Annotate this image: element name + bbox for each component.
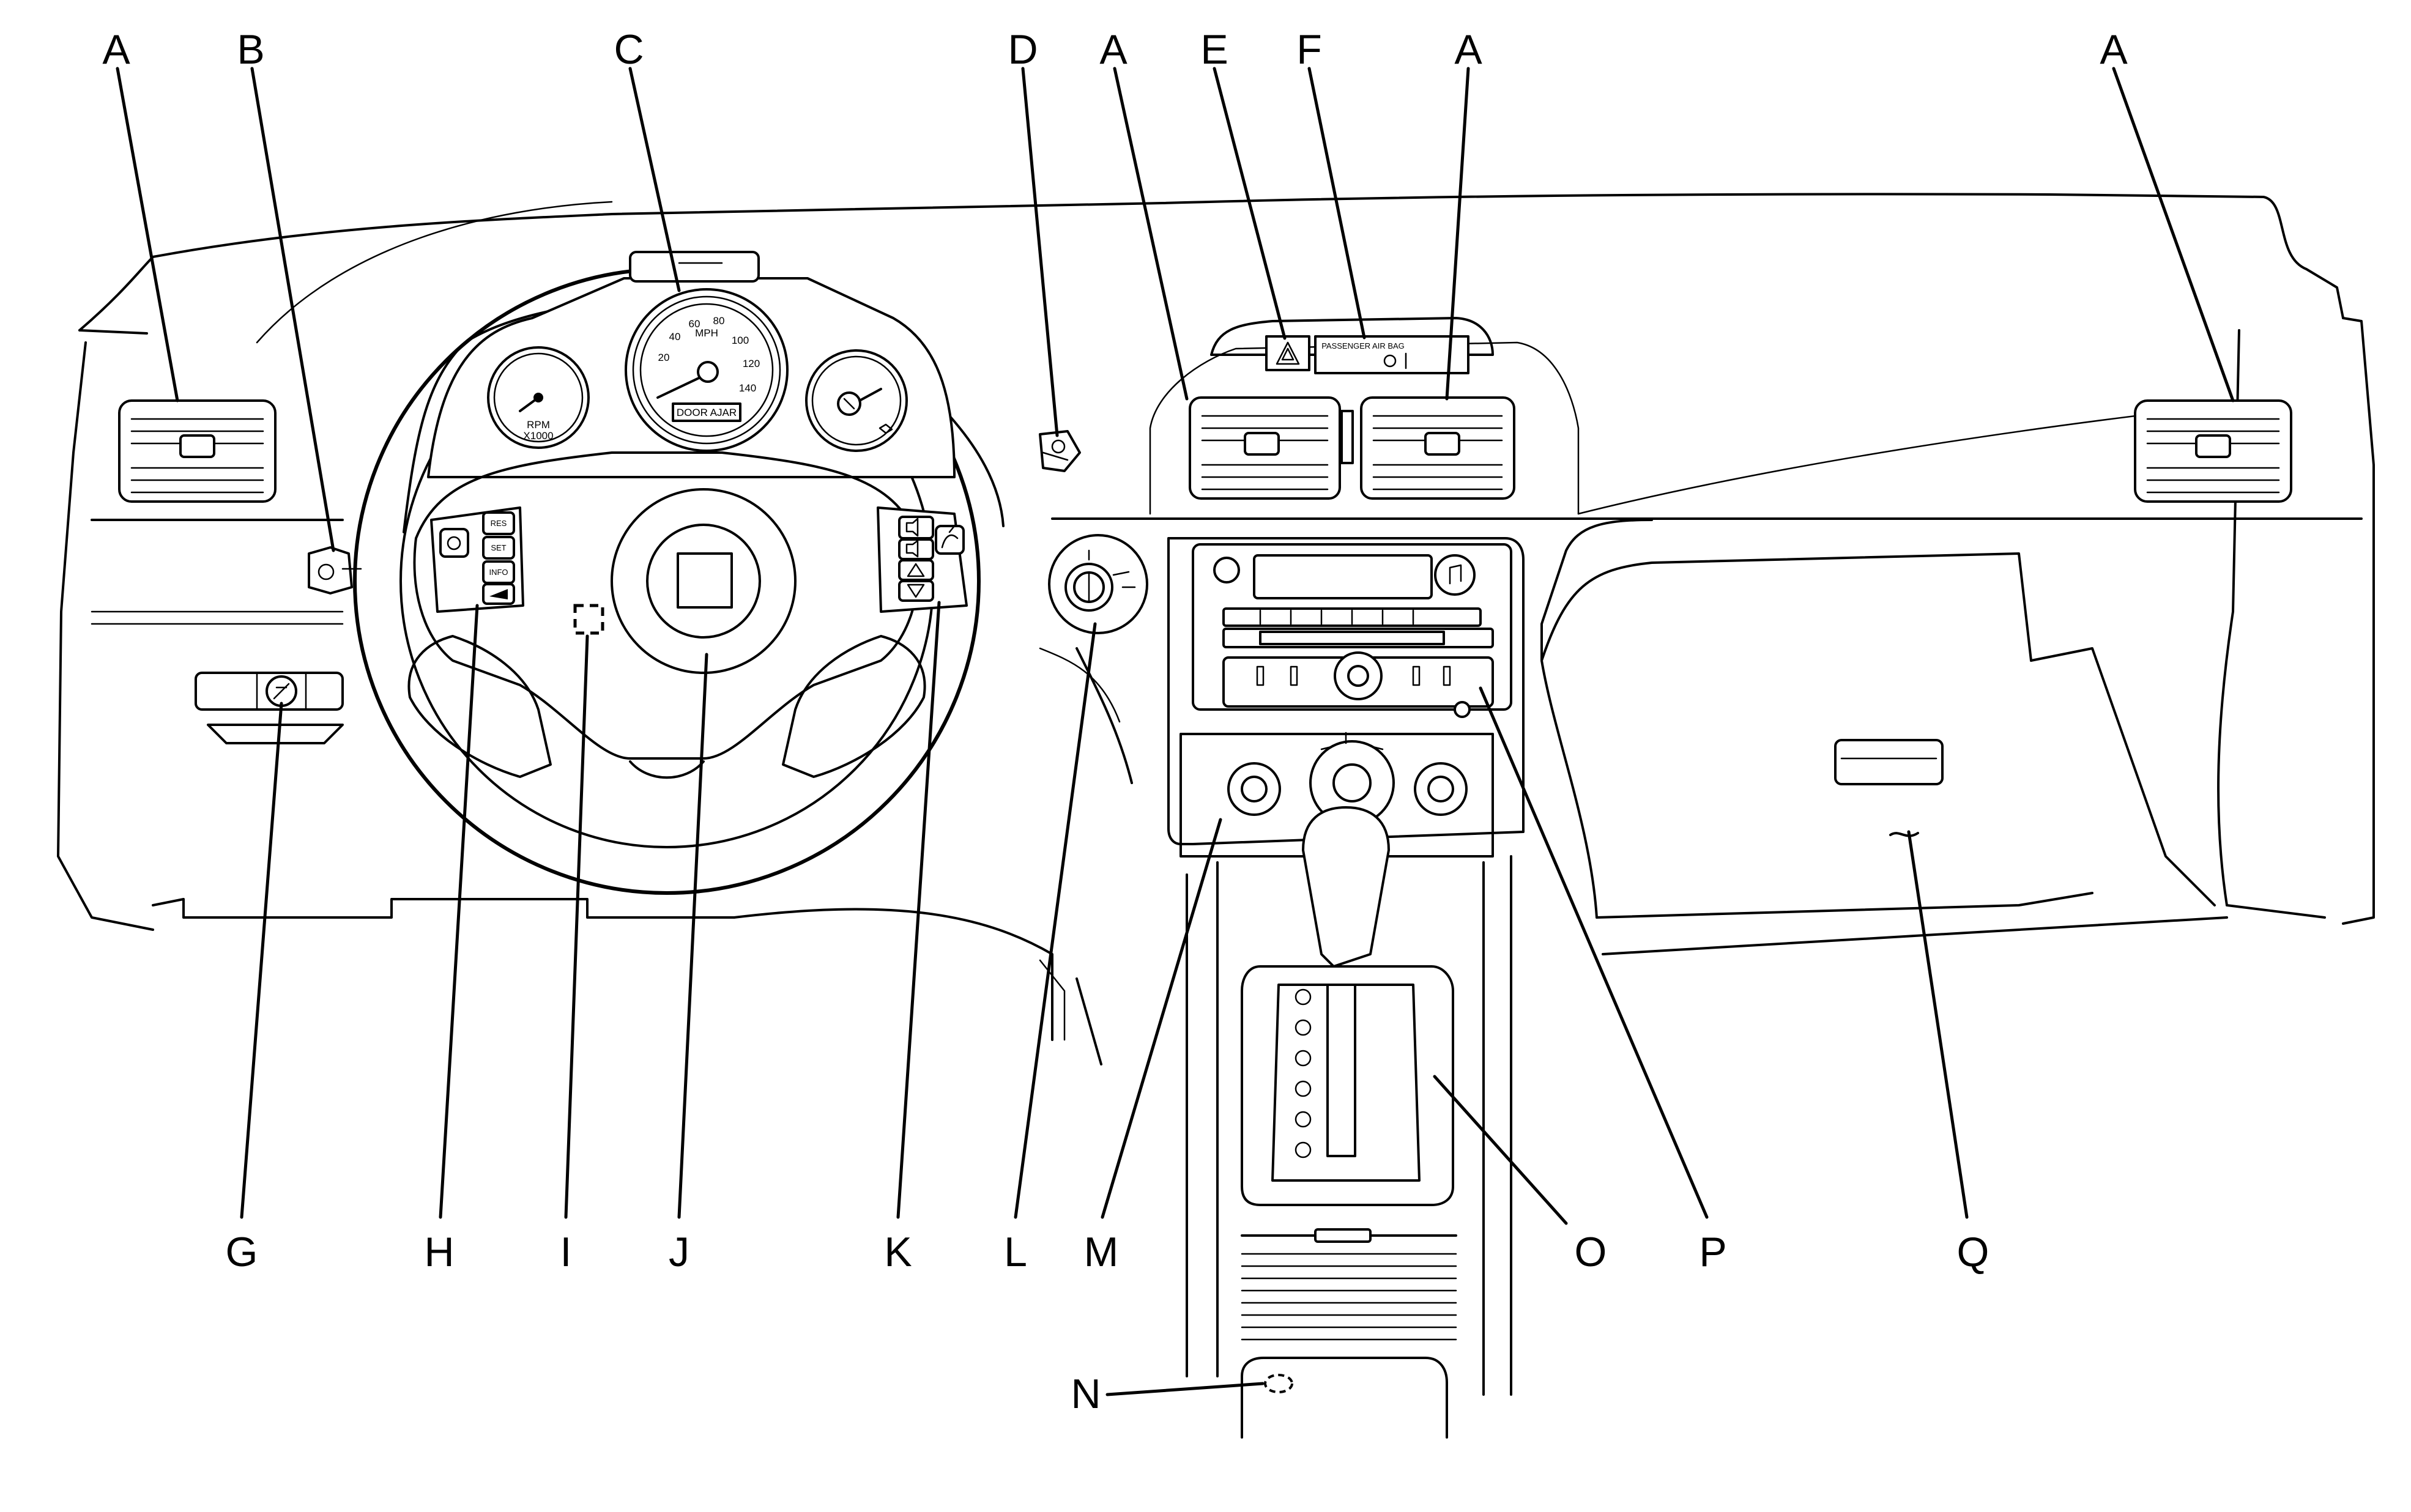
instrument-cluster: RPM X1000 MPH 20 40 60 80 100 120 140 DO… <box>403 251 1005 533</box>
callout-n-label: N <box>1071 1371 1101 1417</box>
callout-c-label: C <box>614 26 644 73</box>
callout-a-label: A <box>2100 26 2128 73</box>
callout-e-label: E <box>1200 26 1228 73</box>
steering-audio-icon <box>877 506 968 613</box>
tach-label: RPM <box>527 419 550 431</box>
driver-air-bag-hub <box>611 488 797 674</box>
callout-f-label: F <box>1296 26 1322 73</box>
callout-l-label: L <box>1004 1229 1027 1275</box>
callout-j-label: J <box>669 1229 689 1275</box>
callout-o-label: O <box>1575 1229 1607 1275</box>
speed-unit: MPH <box>695 327 718 339</box>
dashboard-outline <box>57 193 2375 1065</box>
info-button-label: INFO <box>489 568 508 577</box>
air-vent-icon <box>2134 399 2292 503</box>
air-vent-icon <box>1189 396 1341 500</box>
speedometer: MPH 20 40 60 80 100 120 140 DOOR AJAR <box>625 288 789 452</box>
door-ajar-indicator: DOOR AJAR <box>677 407 737 418</box>
passenger-air-bag-indicator: PASSENGER AIR BAG <box>1210 317 1494 374</box>
ignition-switch-icon <box>1048 534 1148 784</box>
speed-tick: 40 <box>669 331 681 343</box>
speed-tick: 100 <box>732 335 749 346</box>
speed-tick: 140 <box>739 382 756 394</box>
callout-m-label: M <box>1084 1229 1119 1275</box>
hazard-warning-icon <box>1276 341 1300 365</box>
res-button-label: RES <box>491 519 507 528</box>
speed-tick: 60 <box>689 318 700 330</box>
vent-divider <box>1340 410 1354 464</box>
horn-location-marker <box>573 604 604 635</box>
steering-wheel-spokes <box>407 451 926 779</box>
fuel-door-release-icon <box>195 672 344 744</box>
center-console <box>1186 855 1512 1439</box>
fuel-gauge <box>805 349 908 452</box>
headlamp-switch-icon <box>308 546 362 595</box>
air-vent-icon <box>118 399 277 503</box>
tachometer: RPM X1000 <box>487 346 590 449</box>
callout-b-label: B <box>237 26 264 73</box>
speed-tick: 20 <box>658 352 670 363</box>
callout-p-label: P <box>1699 1229 1726 1275</box>
callout-labels: A B C D A E F A A G H I J K L M N O P Q <box>102 26 2128 1417</box>
callout-a-label: A <box>1099 26 1127 73</box>
air-vent-icon <box>1360 396 1515 500</box>
gear-position-indicators <box>1295 988 1312 1158</box>
passenger-air-bag-label: PASSENGER AIR BAG <box>1321 341 1405 350</box>
callout-i-label: I <box>560 1229 572 1275</box>
callout-a-label: A <box>102 26 130 73</box>
cruise-control-icon: RES SET INFO <box>430 506 524 613</box>
callout-g-label: G <box>226 1229 258 1275</box>
callout-a-label: A <box>1454 26 1482 73</box>
callout-d-label: D <box>1008 26 1038 73</box>
set-button-label: SET <box>491 543 506 552</box>
glovebox-latch <box>1834 739 1944 837</box>
speed-tick: 80 <box>713 315 725 327</box>
callout-h-label: H <box>424 1229 454 1275</box>
speed-tick: 120 <box>743 358 760 369</box>
radio-unit <box>1167 537 1525 845</box>
power-outlet-icon <box>1264 1374 1293 1393</box>
shift-lever-icon <box>1241 806 1454 1206</box>
tach-multiplier: X1000 <box>523 430 553 442</box>
climate-controls <box>1179 732 1494 858</box>
callout-q-label: Q <box>1957 1229 1989 1275</box>
wiper-lever-icon <box>1039 430 1081 472</box>
callout-leaders <box>116 67 2235 1396</box>
callout-k-label: K <box>884 1229 912 1275</box>
